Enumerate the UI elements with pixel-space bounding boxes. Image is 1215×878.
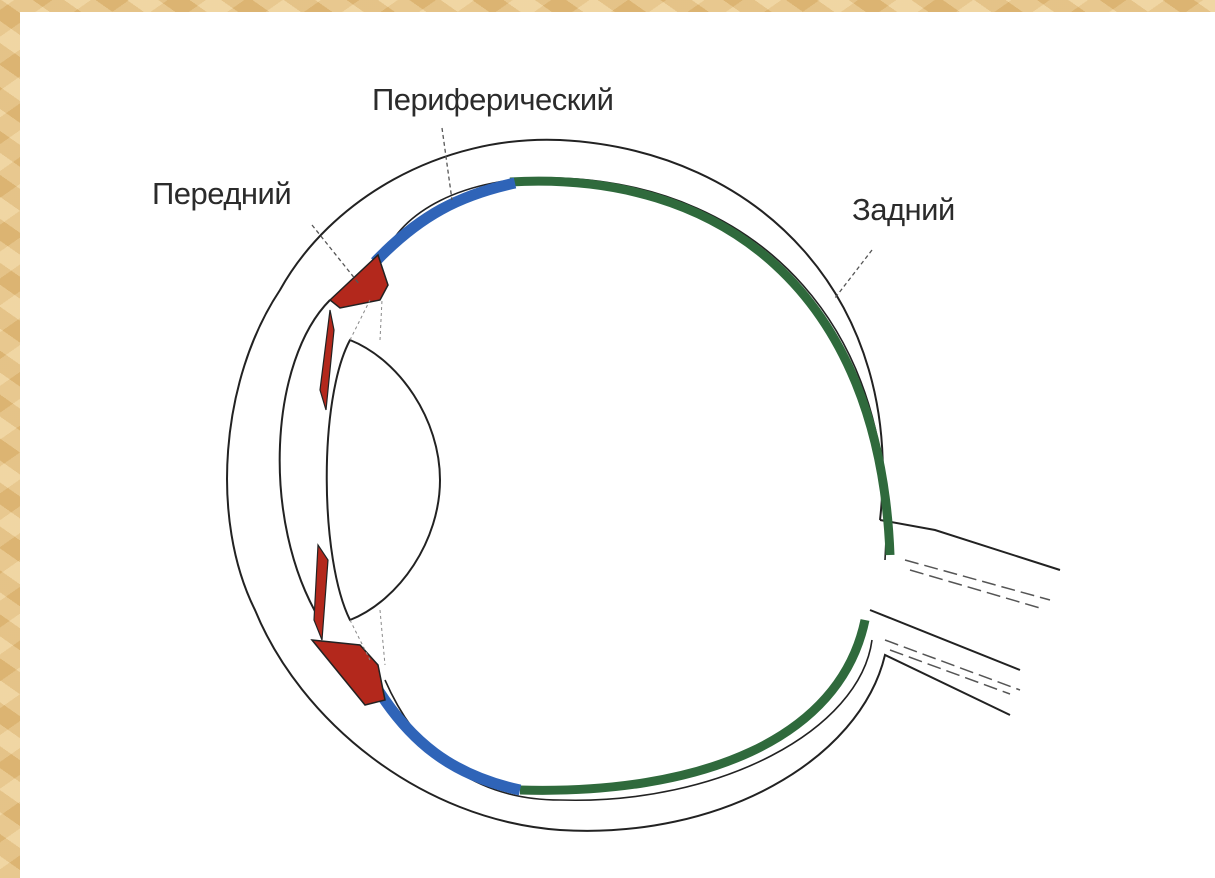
lens — [327, 340, 440, 620]
leader-anterior — [312, 225, 360, 285]
iris-upper — [320, 310, 334, 410]
label-anterior: Передний — [152, 176, 291, 212]
optic-nerve-fibers-lower — [885, 640, 1020, 694]
anterior-ciliary-lower — [312, 640, 385, 705]
anterior-ciliary-upper — [330, 255, 388, 308]
leader-peripheral — [442, 128, 452, 200]
leader-posterior — [835, 250, 872, 298]
posterior-retina-lower — [520, 620, 865, 790]
peripheral-retina-upper — [375, 183, 515, 262]
optic-nerve-fibers-upper — [905, 560, 1050, 608]
inner-globe — [385, 178, 886, 800]
optic-nerve-lower — [870, 610, 1020, 670]
iris-lower — [314, 545, 328, 640]
label-posterior: Задний — [852, 192, 955, 228]
posterior-retina-upper — [510, 181, 890, 555]
label-peripheral: Периферический — [372, 82, 613, 118]
optic-nerve-upper — [880, 520, 1060, 570]
outer-sclera — [227, 140, 1010, 831]
peripheral-retina-lower — [378, 690, 520, 790]
